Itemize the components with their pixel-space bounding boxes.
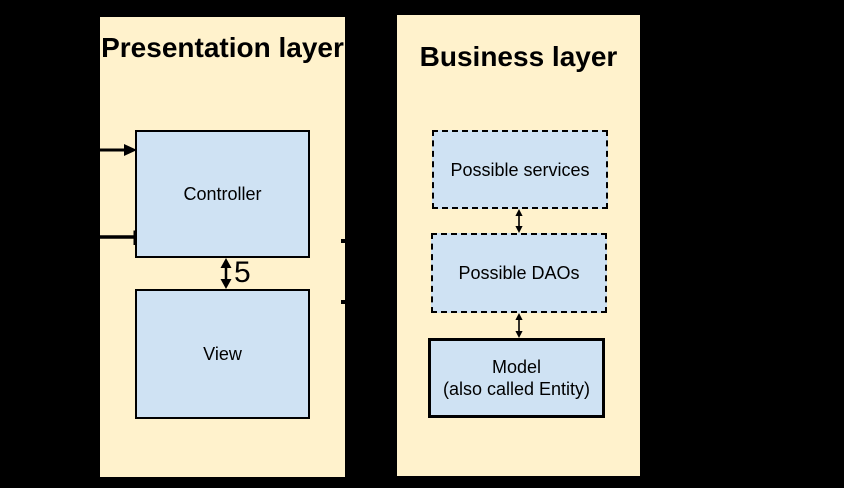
presentation-layer-title: Presentation layer — [101, 32, 344, 63]
incoming-request-arrow-icon — [100, 144, 137, 156]
controller-box-label: Controller — [183, 184, 262, 204]
right-edge-line-stub-bottom — [341, 300, 347, 304]
presentation-layer-panel: Presentation layer Controller 5 View — [100, 17, 347, 477]
incoming-line-icon — [100, 230, 137, 245]
daos-model-double-arrow-icon — [515, 313, 523, 338]
possible-daos-box: Possible DAOs — [431, 233, 607, 313]
right-edge-line-stub-top — [341, 239, 347, 243]
possible-daos-label: Possible DAOs — [458, 263, 580, 283]
controller-view-double-arrow-icon — [220, 258, 232, 289]
business-layer-title: Business layer — [419, 41, 618, 72]
model-box-label-line1: Model — [491, 357, 542, 377]
possible-services-label: Possible services — [450, 159, 590, 180]
controller-box: Controller — [135, 130, 310, 258]
services-daos-double-arrow-icon — [515, 209, 523, 233]
business-layer-panel: Business layer Possible services Possibl… — [397, 15, 640, 476]
model-box: Model (also called Entity) — [428, 338, 605, 418]
view-box: View — [135, 289, 310, 419]
model-box-label-line2: (also called Entity) — [442, 379, 591, 399]
possible-services-box: Possible services — [432, 130, 608, 209]
view-box-label: View — [203, 344, 242, 364]
gap-count-label: 5 — [234, 256, 251, 289]
